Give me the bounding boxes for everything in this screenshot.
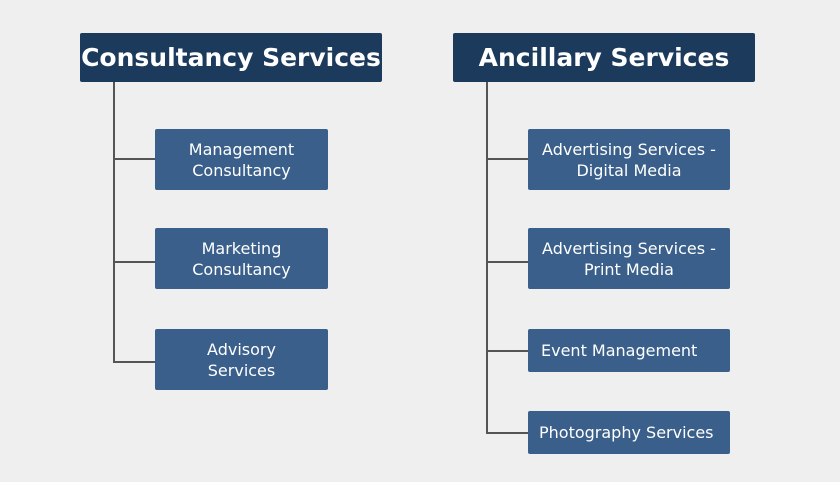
event-management-node: Event Management: [528, 329, 730, 372]
ancillary-connector-branch: [486, 350, 528, 352]
node-label: Management Consultancy: [188, 139, 295, 180]
ancillary-services-header: Ancillary Services: [453, 33, 755, 82]
node-label: Advertising Services - Digital Media: [542, 139, 716, 180]
consultancy-services-header: Consultancy Services: [80, 33, 382, 82]
advisory-services-node: Advisory Services: [155, 329, 328, 390]
consultancy-connector-branch: [113, 261, 155, 263]
ancillary-connector-branch: [486, 261, 528, 263]
ancillary-connector-branch: [486, 158, 528, 160]
advertising-digital-media-node: Advertising Services - Digital Media: [528, 129, 730, 190]
consultancy-connector-trunk: [113, 82, 115, 363]
consultancy-connector-branch: [113, 158, 155, 160]
ancillary-connector-branch: [486, 432, 528, 434]
node-label: Advisory Services: [207, 339, 276, 380]
ancillary-connector-trunk: [486, 82, 488, 434]
advertising-print-media-node: Advertising Services - Print Media: [528, 228, 730, 289]
photography-services-node: Photography Services: [528, 411, 730, 454]
node-label: Advertising Services - Print Media: [542, 238, 716, 279]
node-label: Marketing Consultancy: [192, 238, 291, 279]
node-label: Event Management: [541, 341, 698, 360]
management-consultancy-node: Management Consultancy: [155, 129, 328, 190]
consultancy-connector-branch: [113, 361, 155, 363]
marketing-consultancy-node: Marketing Consultancy: [155, 228, 328, 289]
node-label: Photography Services: [539, 423, 714, 442]
